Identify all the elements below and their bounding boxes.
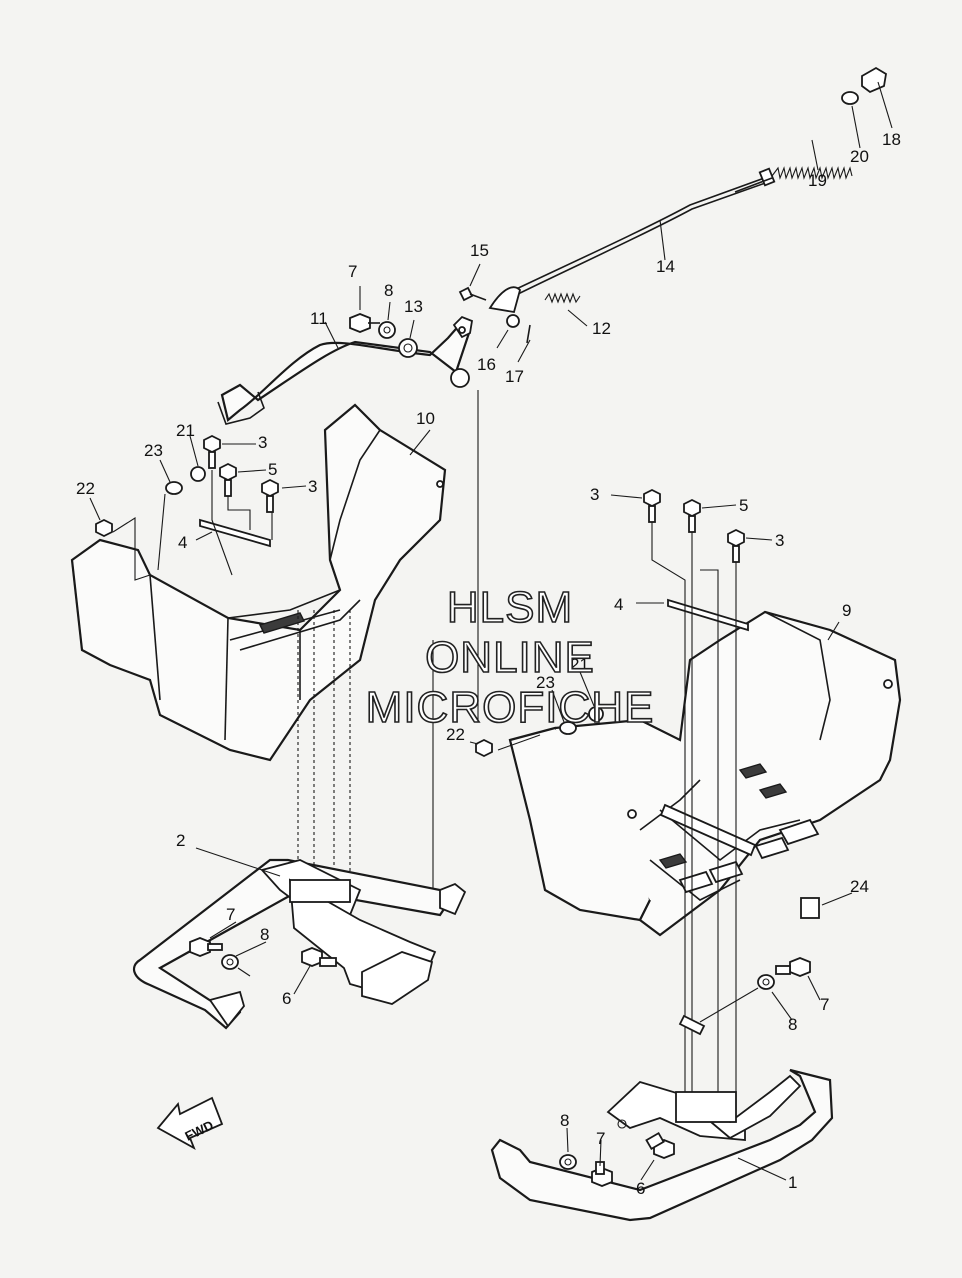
callout-23-right: 23: [536, 673, 555, 692]
right-footrest-frame: [490, 1014, 834, 1222]
callout-6-left: 6: [282, 989, 291, 1008]
callout-14: 14: [656, 257, 675, 276]
callout-13: 13: [404, 297, 423, 316]
callout-8-bottom: 8: [560, 1111, 569, 1130]
fwd-arrow-icon: FWD: [156, 1096, 224, 1151]
callout-3-right: 3: [775, 531, 784, 550]
callout-8-left: 8: [260, 925, 269, 944]
right-guide-lines: [497, 522, 820, 1110]
callout-12: 12: [592, 319, 611, 338]
callout-7-right: 7: [820, 995, 829, 1014]
callout-2: 2: [176, 831, 185, 850]
left-guide-lines: [112, 390, 479, 890]
callout-18: 18: [882, 130, 901, 149]
right-frame-hardware: [559, 957, 811, 1187]
callout-8-right: 8: [788, 1015, 797, 1034]
left-frame-hardware: [189, 937, 337, 977]
right-bolts: [475, 488, 749, 758]
callout-10: 10: [416, 409, 435, 428]
watermark-line-1: HLSM: [446, 583, 574, 632]
callout-5-left: 5: [268, 460, 277, 479]
callout-7-left: 7: [226, 905, 235, 924]
right-footrest-board: [508, 610, 902, 937]
callout-15: 15: [470, 241, 489, 260]
callout-8: 8: [384, 281, 393, 300]
pedal-hardware: [349, 286, 581, 358]
callout-20: 20: [850, 147, 869, 166]
callout-7-bottom: 7: [596, 1129, 605, 1148]
brake-rod-assembly: [509, 66, 887, 298]
callout-19: 19: [808, 171, 827, 190]
callout-4-left: 4: [178, 533, 187, 552]
left-footrest-board: [70, 403, 447, 762]
callout-labels: 7 8 13 15 11 10 12 16 17 14 19 20 18 21 …: [76, 130, 901, 1198]
callout-21-left: 21: [176, 421, 195, 440]
callout-23-left: 23: [144, 441, 163, 460]
leader-lines: [89, 81, 893, 1181]
callout-4-right: 4: [614, 595, 623, 614]
callout-11: 11: [310, 309, 328, 328]
left-bolts: [95, 434, 279, 548]
callout-3-left-top: 3: [258, 433, 267, 452]
callout-21-right: 21: [570, 655, 589, 674]
callout-9: 9: [842, 601, 851, 620]
callout-3-right-top: 3: [590, 485, 599, 504]
watermark-line-3: MICROFICHE: [365, 683, 655, 732]
callout-22-right: 22: [446, 725, 465, 744]
left-footrest-frame: [132, 858, 467, 1030]
callout-16: 16: [477, 355, 496, 374]
callout-5-right: 5: [739, 496, 748, 515]
callout-3-left: 3: [308, 477, 317, 496]
watermark-line-2: ONLINE: [424, 633, 595, 682]
callout-24: 24: [850, 877, 869, 896]
callout-22-left: 22: [76, 479, 95, 498]
callout-17: 17: [505, 367, 524, 386]
callout-7: 7: [348, 262, 357, 281]
brake-pedal: [217, 315, 474, 425]
callout-6-bottom: 6: [636, 1179, 645, 1198]
callout-1: 1: [788, 1173, 797, 1192]
